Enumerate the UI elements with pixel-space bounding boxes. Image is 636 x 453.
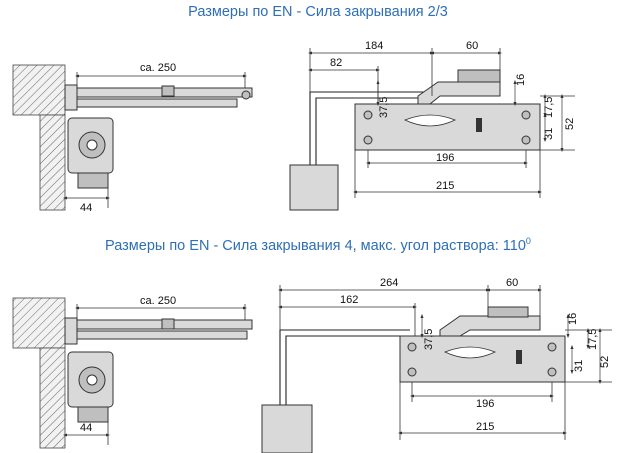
- top-arm-nut: [161, 85, 175, 97]
- top-37-5-label: 37,5: [378, 97, 390, 118]
- bottom-52-label: 52: [599, 356, 611, 368]
- top-wall-lower: [39, 114, 66, 211]
- bottom-door-block: [261, 404, 313, 453]
- top-arm-pivot: [241, 90, 251, 100]
- bottom-37-5-label: 37,5: [423, 329, 435, 350]
- bottom-title-superscript: 0: [525, 236, 531, 246]
- bottom-16-label: 16: [567, 313, 579, 325]
- bottom-arm-label: ca. 250: [140, 295, 176, 307]
- top-right-view: 184 60 82 37,5 16 17,5 31 52 196: [289, 40, 576, 211]
- top-60-label: 60: [466, 40, 478, 52]
- bottom-left-view: ca. 250 44: [12, 295, 253, 449]
- top-left-view: ca. 250 44: [12, 62, 253, 214]
- bottom-title: Размеры по EN - Сила закрывания 4, макс.…: [0, 236, 636, 254]
- bottom-arm-lower: [76, 330, 248, 340]
- top-196-label: 196: [436, 152, 454, 164]
- top-closer-axle: [86, 139, 98, 151]
- bottom-162-label: 162: [340, 294, 358, 306]
- bottom-196-label: 196: [476, 398, 494, 410]
- bottom-right-view: 264 60 162 37,5 16 17,5 31 52 196: [261, 277, 612, 453]
- bottom-wall-lower: [39, 347, 66, 449]
- bottom-arm-shoe: [439, 315, 541, 337]
- bottom-17-5-label: 17,5: [587, 329, 599, 350]
- bottom-title-text: Размеры по EN - Сила закрывания 4, макс.…: [105, 237, 526, 254]
- bottom-215-label: 215: [476, 421, 494, 433]
- top-arm-label: ca. 250: [140, 62, 176, 74]
- top-depth-label: 44: [80, 202, 92, 214]
- top-52-label: 52: [564, 118, 576, 130]
- bottom-depth-label: 44: [80, 422, 92, 434]
- top-arm-bracket: [64, 84, 78, 111]
- top-shoe-clamp: [457, 69, 501, 83]
- bottom-31-label: 31: [573, 360, 585, 372]
- top-215-label: 215: [436, 180, 454, 192]
- bottom-wall-upper: [12, 297, 66, 349]
- bottom-60-label: 60: [506, 277, 518, 289]
- top-valve: [476, 118, 482, 132]
- bottom-264-label: 264: [380, 277, 398, 289]
- top-closer-foot: [77, 172, 109, 189]
- top-82-label: 82: [330, 57, 342, 69]
- top-184-label: 184: [365, 40, 383, 52]
- top-arm-lower: [76, 98, 238, 108]
- bottom-frame-line: [279, 329, 410, 415]
- top-arm-shoe: [417, 81, 501, 105]
- top-16-label: 16: [515, 74, 527, 86]
- top-title: Размеры по EN - Сила закрывания 2/3: [188, 4, 448, 20]
- top-door-block: [289, 164, 339, 211]
- top-wall-upper: [12, 64, 66, 116]
